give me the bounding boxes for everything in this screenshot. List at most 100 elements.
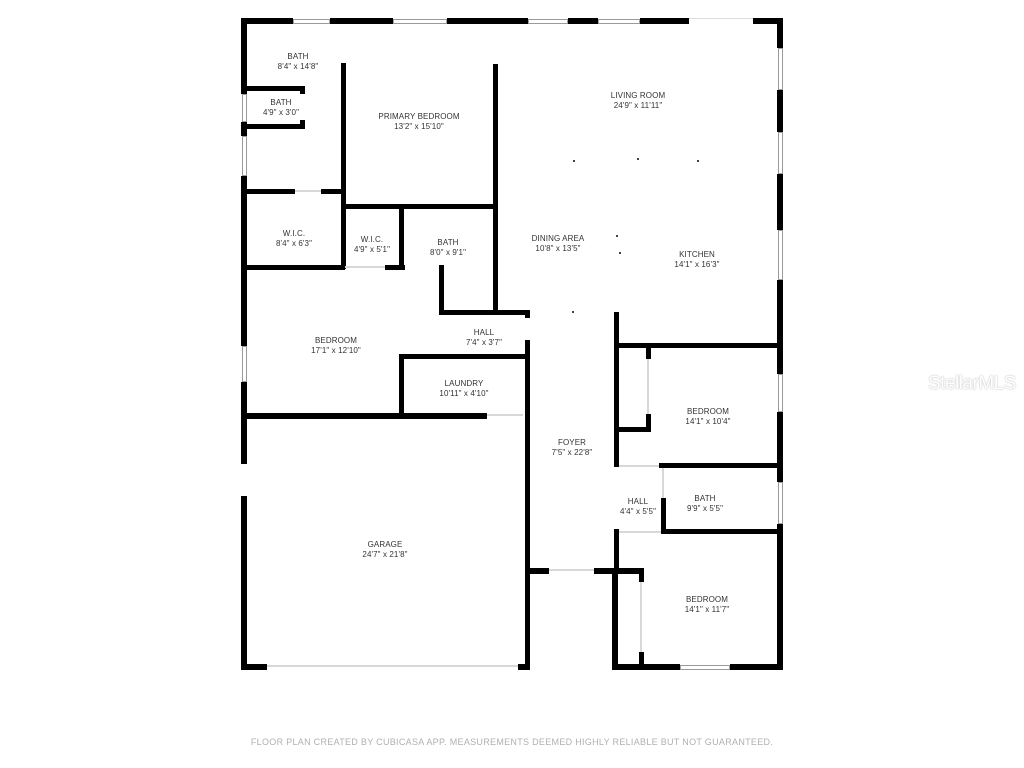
wall [525, 340, 530, 670]
room-bedroom-east-1: BEDROOM 14'1" x 10'4" [685, 407, 730, 427]
wall [730, 664, 783, 670]
room-name: W.I.C. [282, 229, 306, 238]
wall [241, 382, 247, 464]
door [619, 531, 661, 533]
room-bedroom-west: BEDROOM 17'1" x 12'10" [311, 336, 361, 356]
fixture-marker [637, 158, 639, 160]
wall [753, 18, 783, 24]
wall [594, 568, 644, 574]
opening [689, 18, 753, 24]
wall [614, 312, 619, 348]
room-name: BEDROOM [314, 336, 358, 345]
closet-door [640, 582, 642, 652]
wall [493, 64, 498, 312]
opening [241, 464, 247, 496]
room-bath-primary: BATH 8'4" x 14'8" [278, 52, 319, 72]
wall [241, 18, 247, 94]
wall [659, 463, 783, 468]
wall [241, 176, 247, 346]
room-name: BATH [270, 98, 292, 107]
room-kitchen: KITCHEN 14'1" x 16'3" [674, 250, 719, 270]
wall [777, 18, 783, 48]
wall [612, 570, 618, 670]
window [393, 19, 447, 24]
room-laundry: LAUNDRY 10'11" x 4'10" [439, 379, 488, 399]
wall [661, 498, 666, 534]
window [528, 19, 568, 24]
fixture-marker [697, 160, 699, 162]
wall [245, 265, 345, 270]
door [295, 190, 321, 192]
room-name: W.I.C. [360, 235, 384, 244]
room-name: BEDROOM [686, 407, 730, 416]
room-dimensions: 24'9" x 11'11" [613, 101, 663, 110]
room-garage: GARAGE 24'7" x 21'8" [362, 540, 407, 560]
room-name: GARAGE [367, 540, 403, 549]
footer-disclaimer: FLOOR PLAN CREATED BY CUBICASA APP. MEAS… [250, 737, 774, 747]
garage-door [267, 665, 519, 667]
room-wic-small: W.I.C. 4'9" x 5'1" [354, 235, 390, 255]
wall [241, 496, 247, 670]
room-dimensions: 7'4" x 3'7" [465, 338, 503, 347]
wall [399, 354, 404, 416]
room-bath-middle: BATH 8'0" x 9'1" [430, 238, 466, 258]
room-name: BATH [437, 238, 459, 247]
wall [640, 18, 689, 24]
room-name: FOYER [557, 438, 587, 447]
wall [525, 310, 530, 318]
room-dimensions: 4'9" x 5'1" [353, 245, 391, 254]
wall [245, 86, 305, 91]
room-dimensions: 7'5" x 22'8" [551, 448, 593, 457]
window [778, 48, 783, 90]
wall [612, 664, 680, 670]
window [242, 94, 247, 122]
fixture-marker [616, 235, 618, 237]
wall [525, 568, 549, 574]
room-name: LAUNDRY [444, 379, 484, 388]
room-bath-small: BATH 4'9" x 3'0" [263, 98, 299, 118]
room-dimensions: 14'1" x 11'7" [684, 605, 730, 614]
door [345, 266, 385, 268]
wall [241, 122, 247, 136]
wall [241, 18, 293, 24]
wall [439, 265, 444, 315]
watermark-logo: StellarMLS [928, 373, 1016, 394]
wall [777, 90, 783, 132]
room-wic-large: W.I.C. 8'4" x 6'3" [276, 229, 312, 249]
wall [777, 524, 783, 670]
room-name: BATH [694, 494, 716, 503]
room-living-room: LIVING ROOM 24'9" x 11'11" [611, 91, 665, 111]
wall [646, 347, 651, 359]
room-hall-west: HALL 7'4" x 3'7" [466, 328, 502, 348]
door [619, 465, 659, 467]
wall [614, 534, 619, 572]
room-dimensions: 14'1" x 10'4" [685, 417, 731, 426]
fixture-marker [572, 311, 574, 313]
wall [639, 652, 644, 666]
fixture-marker [619, 252, 621, 254]
room-primary-bedroom: PRIMARY BEDROOM 13'2" x 15'10" [378, 112, 459, 132]
room-hall-east: HALL 4'4" x 5'5" [620, 497, 656, 517]
window [242, 136, 247, 176]
window [778, 374, 783, 412]
room-name: DINING AREA [531, 234, 585, 243]
wall [330, 18, 393, 24]
wall [614, 343, 619, 467]
window [778, 132, 783, 174]
wall [447, 18, 528, 24]
entry-door [549, 569, 594, 571]
fixture-marker [573, 160, 575, 162]
room-dimensions: 14'1" x 16'3" [674, 260, 720, 269]
room-dimensions: 4'4" x 5'5" [619, 507, 657, 516]
wall [241, 664, 267, 670]
wall [518, 664, 530, 670]
wall [614, 427, 651, 432]
wall [300, 120, 305, 129]
wall [639, 568, 644, 582]
window [598, 19, 640, 24]
room-dimensions: 8'4" x 6'3" [275, 239, 313, 248]
room-dimensions: 4'9" x 3'0" [262, 108, 300, 117]
door [487, 414, 523, 416]
closet-door [647, 359, 649, 414]
wall [777, 412, 783, 482]
